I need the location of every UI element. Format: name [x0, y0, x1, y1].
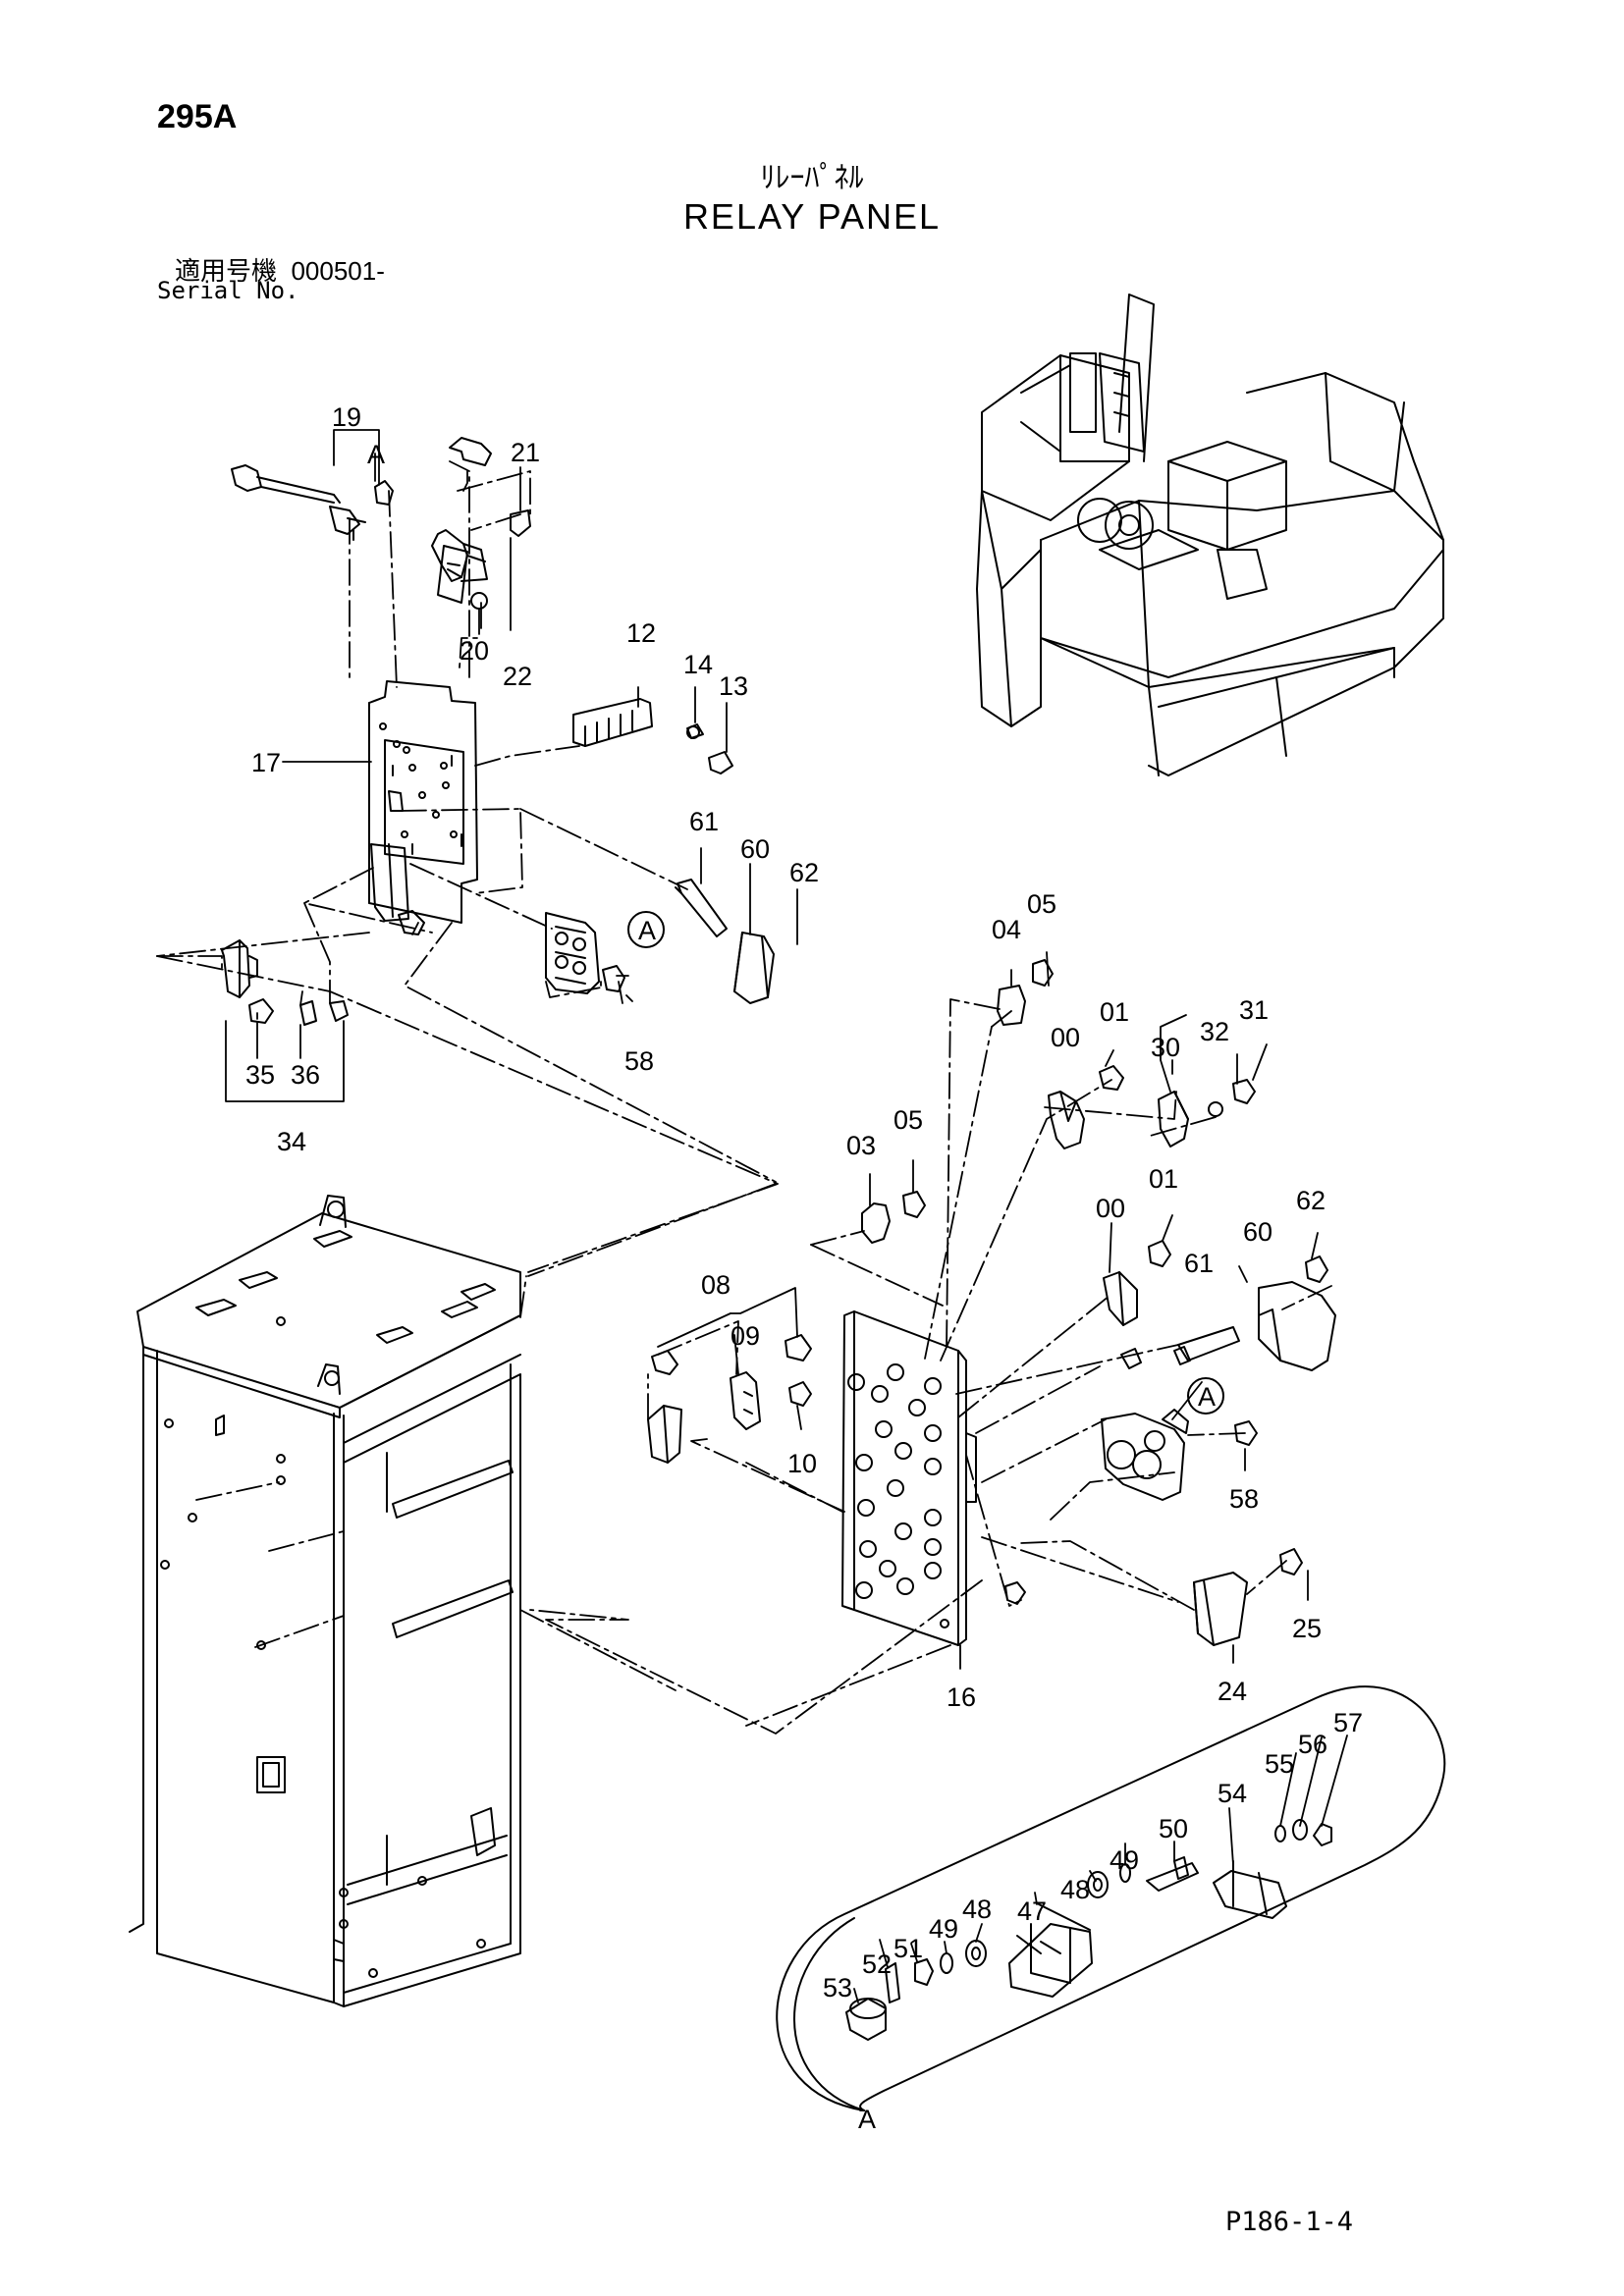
callout-31: 31 — [1239, 995, 1269, 1025]
callout-34: 34 — [277, 1127, 306, 1156]
callout-19: 19 — [332, 402, 361, 432]
callout-22: 22 — [503, 662, 532, 691]
callout-14: 14 — [683, 650, 713, 679]
callout-58-mid: 58 — [1229, 1484, 1259, 1514]
callout-49-top: 49 — [1110, 1845, 1139, 1875]
callout-51: 51 — [893, 1934, 923, 1963]
callout-00-mid: 00 — [1096, 1194, 1125, 1223]
callout-12: 12 — [626, 618, 656, 648]
callout-25: 25 — [1292, 1614, 1322, 1643]
callout-a-circle-2: A — [1198, 1382, 1216, 1412]
callout-47: 47 — [1017, 1896, 1047, 1926]
callout-61-mid: 61 — [1184, 1249, 1214, 1278]
callout-49-bottom: 49 — [929, 1914, 958, 1944]
detail-a-view — [776, 1685, 1446, 2111]
callout-48-bottom: 48 — [962, 1895, 992, 1924]
callout-24: 24 — [1218, 1677, 1247, 1706]
callout-21: 21 — [511, 438, 540, 467]
serial-value: 000501- — [291, 256, 385, 286]
callout-09: 09 — [731, 1321, 760, 1351]
callout-a-top: A — [367, 440, 385, 469]
serial-label-jp: 適用号機 000501- — [175, 251, 385, 288]
leader-lines — [225, 429, 1348, 2111]
callout-61-top: 61 — [689, 807, 719, 836]
relay-panel-16 — [841, 1310, 977, 1646]
callout-01-mid: 01 — [1149, 1164, 1178, 1194]
serial-label-jp-text: 適用号機 — [175, 256, 278, 286]
callout-52: 52 — [862, 1949, 892, 1979]
assembly-lines — [156, 460, 1332, 1735]
callout-56: 56 — [1298, 1730, 1327, 1759]
machine-location-view — [976, 294, 1444, 776]
page-number: 295A — [157, 98, 238, 135]
callout-60-top: 60 — [740, 834, 770, 864]
callout-10: 10 — [787, 1449, 817, 1478]
callout-16: 16 — [947, 1682, 976, 1712]
callout-08: 08 — [701, 1270, 731, 1300]
callout-50: 50 — [1159, 1814, 1188, 1843]
callout-01-top: 01 — [1100, 997, 1129, 1027]
callout-labels: 19 A 21 20 22 12 14 13 17 61 60 62 A 58 … — [245, 402, 1363, 2134]
callout-62-top: 62 — [789, 858, 819, 887]
page-reference: P186-1-4 — [1225, 2207, 1354, 2237]
callout-53: 53 — [823, 1973, 852, 2002]
callout-32: 32 — [1200, 1017, 1229, 1046]
callout-57: 57 — [1333, 1708, 1363, 1737]
callout-36: 36 — [291, 1060, 320, 1090]
callout-a-circle-1: A — [638, 916, 656, 945]
panel-components — [647, 959, 1336, 1646]
upper-subassembly — [221, 437, 775, 1026]
callout-55: 55 — [1265, 1749, 1294, 1779]
callout-03: 03 — [846, 1131, 876, 1160]
page-title: RELAY PANEL — [682, 196, 942, 237]
callout-20: 20 — [460, 636, 489, 666]
callout-a-detail: A — [858, 2105, 876, 2134]
serial-label-en: Serial No. — [157, 277, 299, 304]
callout-13: 13 — [719, 671, 748, 701]
callout-30: 30 — [1151, 1033, 1180, 1062]
callout-05-top: 05 — [1027, 889, 1056, 919]
callout-circle-a-1 — [627, 911, 665, 948]
callout-58-top: 58 — [624, 1046, 654, 1076]
callout-54: 54 — [1218, 1779, 1247, 1808]
control-cabinet — [129, 1195, 521, 2007]
callout-04: 04 — [992, 915, 1021, 944]
callout-62-mid: 62 — [1296, 1186, 1326, 1215]
callout-circle-a-2 — [1187, 1377, 1224, 1415]
callout-35: 35 — [245, 1060, 275, 1090]
callout-17: 17 — [251, 748, 281, 777]
callout-60-mid: 60 — [1243, 1217, 1272, 1247]
callout-00-top: 00 — [1051, 1023, 1080, 1052]
title-japanese: ﾘﾚｰﾊﾟﾈﾙ — [760, 162, 864, 194]
callout-05-mid: 05 — [893, 1105, 923, 1135]
callout-48-top: 48 — [1060, 1875, 1090, 1904]
